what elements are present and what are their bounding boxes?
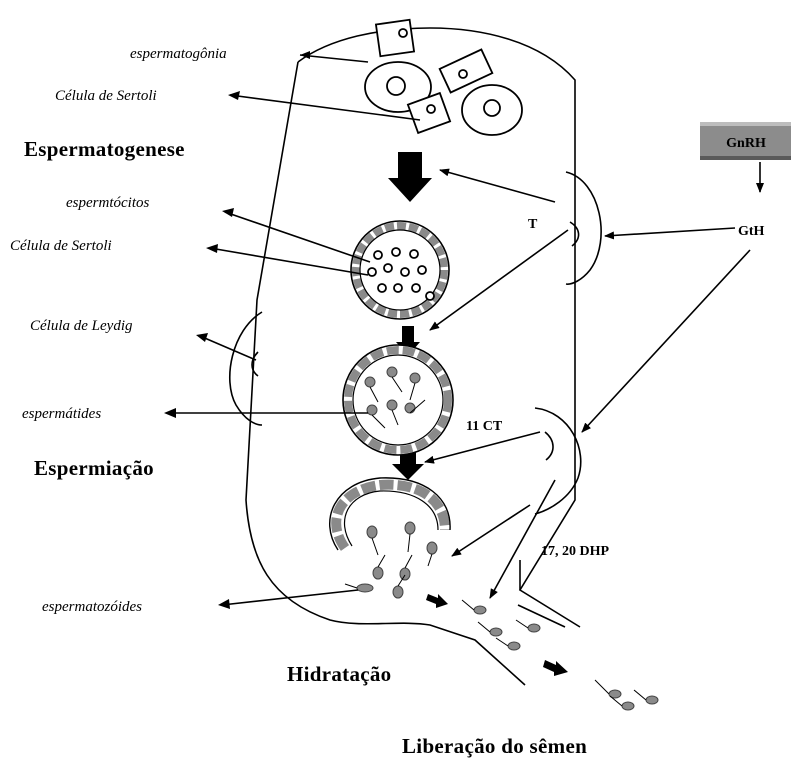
- label-11ct: 11 CT: [466, 419, 503, 434]
- label-sertoli-1: Célula de Sertoli: [55, 88, 157, 104]
- open-cyst: [330, 478, 450, 598]
- label-espermatogonia: espermatogônia: [130, 46, 227, 62]
- pointer-arrows: [164, 51, 760, 609]
- spermatogonia-cluster: [365, 20, 522, 135]
- label-sertoli-2: Célula de Sertoli: [10, 238, 112, 254]
- leydig-bulge-right-top: [566, 172, 601, 284]
- label-hidratacao: Hidratação: [287, 662, 391, 686]
- released-sperm: [426, 594, 658, 710]
- label-gth: GtH: [738, 224, 765, 239]
- label-dhp: 17, 20 DHP: [541, 544, 610, 559]
- gnrh-label: GnRH: [726, 136, 766, 151]
- label-leydig: Célula de Leydig: [30, 318, 133, 334]
- down-arrow-1: [388, 152, 432, 202]
- label-liberacao: Liberação do sêmen: [402, 734, 587, 758]
- label-espermatides: espermátides: [22, 406, 101, 422]
- label-espermiacao: Espermiação: [34, 456, 154, 480]
- leydig-nucleus-right-bottom: [545, 432, 553, 460]
- gnrh-box: GnRH: [700, 122, 791, 160]
- spermatid-cyst: [343, 345, 453, 455]
- label-espermtocitos: espermtócitos: [66, 195, 149, 211]
- label-espermatozoides: espermatozóides: [42, 599, 142, 615]
- spermatocyte-cyst: [351, 221, 449, 319]
- label-hormone-t: T: [528, 217, 538, 232]
- leydig-bulge-right-bottom: [535, 408, 581, 514]
- leydig-bulge-left: [230, 312, 262, 425]
- lobule-duct-right: [518, 605, 565, 627]
- label-espermatogenese: Espermatogenese: [24, 137, 185, 161]
